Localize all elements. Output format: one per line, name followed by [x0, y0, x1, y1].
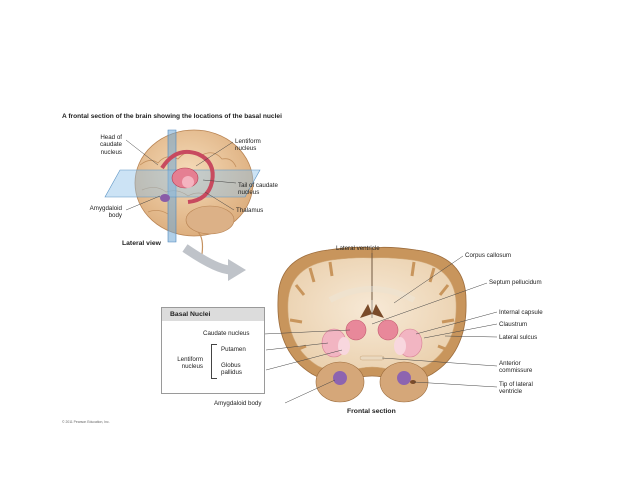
label-corpus-callosum: Corpus callosum: [465, 252, 512, 259]
figure-title: A frontal section of the brain showing t…: [62, 113, 282, 120]
arrow-to-frontal: [182, 244, 246, 281]
legend-lentiform-nucleus: Lentiform nucleus: [177, 356, 203, 371]
label-claustrum: Claustrum: [499, 321, 528, 328]
legend-heading: Basal Nuclei: [162, 308, 264, 321]
leader-lines: [125, 139, 498, 404]
basal-nuclei-legend: Basal Nuclei: [161, 307, 265, 394]
label-head-of-caudate: Head of caudate nucleus: [99, 134, 122, 156]
label-lateral-view: Lateral view: [122, 240, 161, 247]
label-tip-of-lateral-ventricle: Tip of lateral ventricle: [499, 381, 533, 396]
legend-globus-pallidus: Globus pallidus: [221, 362, 242, 377]
label-lentiform-nucleus-top: Lentiform nucleus: [235, 138, 261, 153]
legend-caudate-nucleus: Caudate nucleus: [203, 330, 250, 337]
label-frontal-section: Frontal section: [347, 408, 396, 415]
label-anterior-commissure: Anterior commissure: [499, 360, 533, 375]
label-tail-of-caudate: Tail of caudate nucleus: [238, 182, 278, 197]
label-septum-pellucidum: Septum pellucidum: [489, 279, 542, 286]
label-amygdaloid-body-bottom: Amygdaloid body: [214, 400, 262, 407]
copyright-notice: © 2011 Pearson Education, Inc.: [62, 420, 110, 424]
legend-bracket: [211, 344, 217, 379]
legend-putamen: Putamen: [221, 346, 246, 353]
label-thalamus: Thalamus: [236, 207, 264, 214]
label-amygdaloid-body-left: Amygdaloid body: [89, 205, 122, 220]
label-internal-capsule: Internal capsule: [499, 309, 543, 316]
label-lateral-ventricle: Lateral ventricle: [336, 245, 380, 252]
label-lateral-sulcus: Lateral sulcus: [499, 334, 538, 341]
lateral-view-brain: [104, 129, 261, 255]
